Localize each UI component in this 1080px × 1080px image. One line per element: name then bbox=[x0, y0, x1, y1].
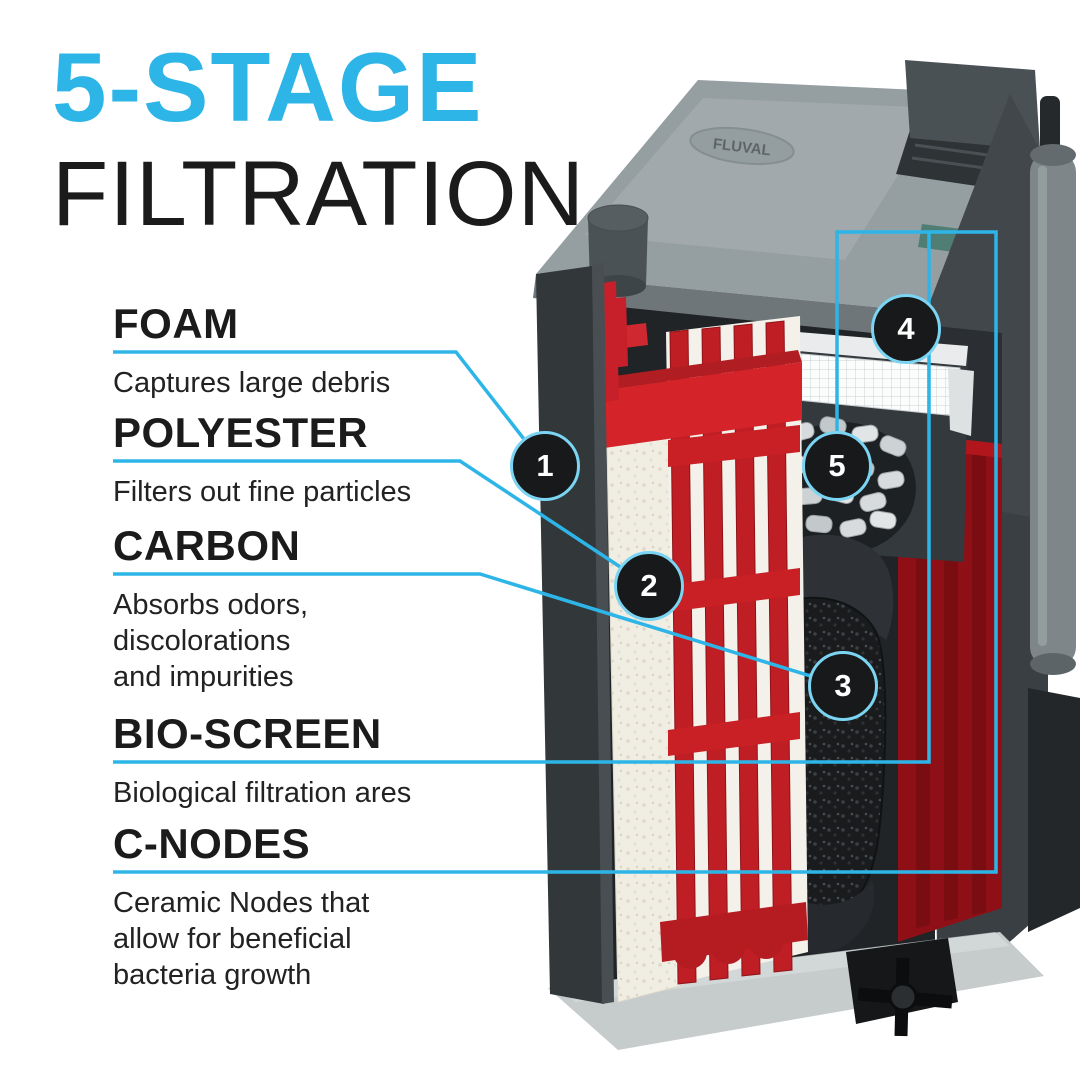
title-accent-line: 5-STAGE bbox=[52, 32, 484, 142]
callout-badge-1: 1 bbox=[510, 431, 580, 501]
callout-line-carbon bbox=[113, 572, 844, 688]
impeller-assembly bbox=[846, 938, 958, 1037]
basket-handle-bar bbox=[562, 362, 802, 454]
stage-description: Absorbs odors, discolorations and impuri… bbox=[113, 589, 309, 693]
stage-label-carbon: CARBON Absorbs odors, discolorations and… bbox=[113, 525, 543, 695]
callout-badge-4: 4 bbox=[871, 294, 941, 364]
callout-badge-2: 2 bbox=[614, 551, 684, 621]
stage-label-foam: FOAM Captures large debris bbox=[113, 303, 543, 401]
stage-label-c-nodes: C-NODES Ceramic Nodes that allow for ben… bbox=[113, 823, 543, 993]
stage-label-bio-screen: BIO-SCREEN Biological filtration ares bbox=[113, 713, 543, 811]
outlet-tube bbox=[1028, 144, 1080, 932]
case-left-wall bbox=[536, 262, 614, 1004]
callout-line-c-nodes bbox=[113, 230, 998, 874]
stage-name: C-NODES bbox=[113, 820, 311, 867]
callout-badge-3: 3 bbox=[808, 651, 878, 721]
motor-housing bbox=[1028, 688, 1080, 932]
lid-vent bbox=[896, 130, 1004, 188]
stage-name: POLYESTER bbox=[113, 409, 369, 456]
brand-logo: FLUVAL bbox=[689, 126, 795, 166]
stage-description: Captures large debris bbox=[113, 367, 391, 399]
case-lid: FLUVAL bbox=[533, 60, 1060, 338]
stage-description: Biological filtration ares bbox=[113, 777, 412, 809]
stage-description: Ceramic Nodes that allow for beneficial … bbox=[113, 887, 370, 991]
stage-description: Filters out fine particles bbox=[113, 476, 412, 508]
stage-name: FOAM bbox=[113, 300, 239, 347]
title-black-line: FILTRATION bbox=[52, 143, 586, 245]
callout-badge-5: 5 bbox=[802, 431, 872, 501]
page-title: 5-STAGE FILTRATION bbox=[52, 38, 585, 240]
stage-name: BIO-SCREEN bbox=[113, 710, 382, 757]
rear-stem bbox=[1040, 96, 1060, 154]
callout-lines bbox=[113, 230, 998, 874]
stage-label-polyester: POLYESTER Filters out fine particles bbox=[113, 412, 543, 510]
stage-name: CARBON bbox=[113, 522, 301, 569]
svg-text:FLUVAL: FLUVAL bbox=[712, 136, 772, 160]
callout-line-bio-screen bbox=[113, 232, 931, 764]
callout-line-foam bbox=[113, 350, 547, 468]
callout-line-polyester bbox=[113, 459, 650, 588]
